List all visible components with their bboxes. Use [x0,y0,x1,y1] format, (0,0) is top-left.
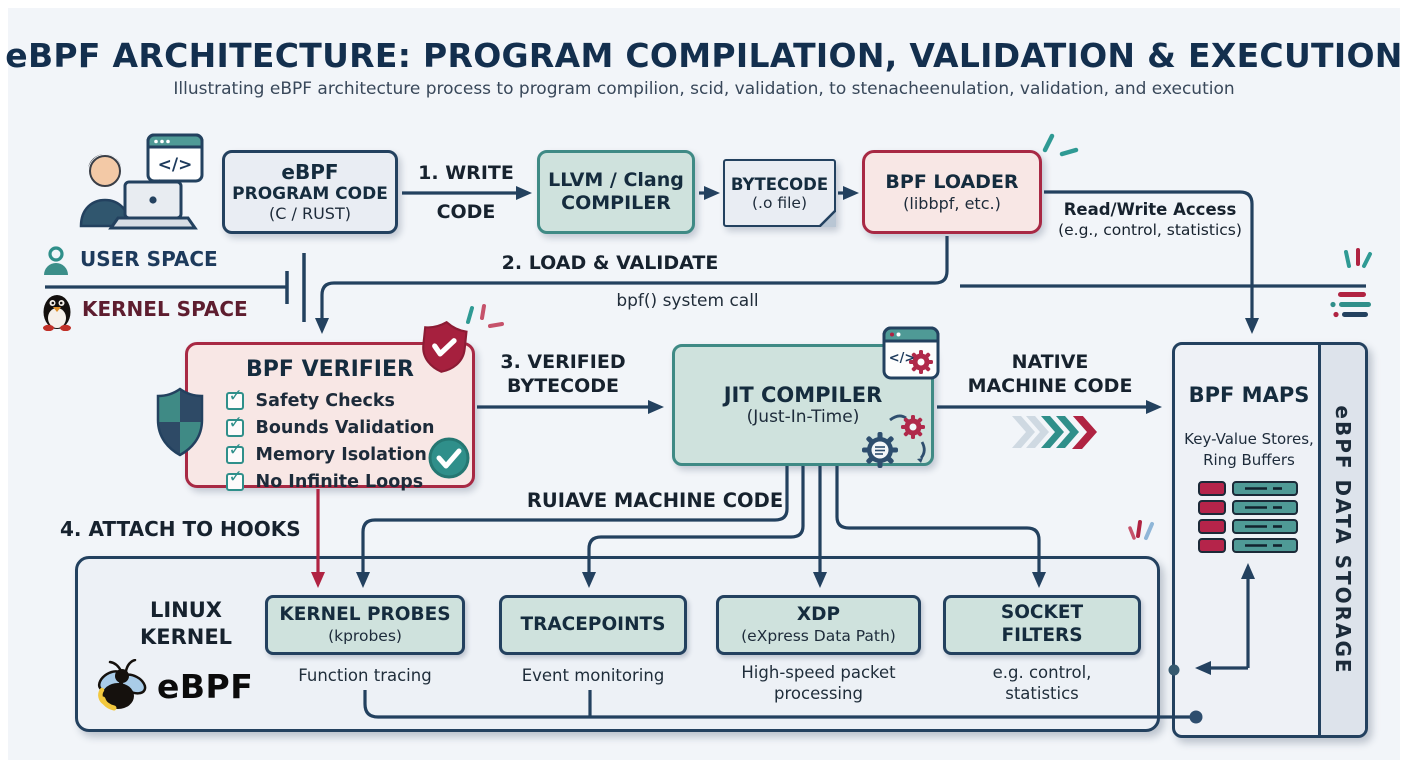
hook-caption-socket-filters: e.g. control, statistics [992,663,1092,703]
sparkle-icon [1042,133,1079,157]
svg-text:</>: </> [158,155,193,175]
native-line2: MACHINE CODE [967,374,1133,397]
hook-title: XDP [796,604,841,626]
jit-line1: JIT COMPILER [723,383,883,407]
verifier-check-row: No Infinite Loops [225,467,435,492]
bpf-maps-title: BPF MAPS [1188,383,1310,407]
runtime-code-label: RUIAVE MACHINE CODE [526,489,784,512]
program-code-line1: eBPF [281,160,339,185]
chevrons-icon [1012,416,1097,449]
ebpf-logo-text: eBPF [157,666,254,706]
bytecode-box: BYTECODE (.o file) [723,159,836,227]
checkbox-icon [225,413,244,437]
native-line1: NATIVE [1011,351,1089,373]
step2-label: 2. LOAD & VALIDATE [501,252,719,274]
verifier-check-row: Memory Isolation [225,440,435,465]
verifier-check-row: Safety Checks [225,386,435,411]
verifier-check-label: No Infinite Loops [255,472,424,492]
hook-caption-tracepoints: Event monitoring [521,666,665,685]
hook-title: SOCKET FILTERS [1000,602,1084,646]
hook-kernel-probes: KERNEL PROBES (kprobes) [265,595,465,655]
checkbox-icon [225,440,244,464]
verifier-title: BPF VERIFIER [246,357,414,382]
step3-line1: 3. VERIFIED [500,351,626,373]
compiler-line1: LLVM / Clang [548,168,684,191]
bee-icon [97,659,147,711]
loader-line2: (libbpf, etc.) [903,193,1001,213]
hook-caption-kernel-probes: Function tracing [298,666,432,685]
shield-check-icon [422,320,468,373]
program-code-line2: PROGRAM CODE [232,184,388,205]
loader-line1: BPF LOADER [885,170,1019,193]
step1-label-bottom: CODE [436,201,496,223]
dash-list-icon [1330,292,1371,318]
step3-label: 3. VERIFIED BYTECODE [487,351,639,399]
program-code-box: eBPF PROGRAM CODE (C / RUST) [222,150,398,234]
bpf-maps-panel: BPF MAPS Key-Value Stores, Ring Buffers … [1172,342,1368,738]
svg-text:</>: </> [889,351,916,366]
hook-socket-filters: SOCKET FILTERS [943,595,1141,655]
rw-access-label-1: Read/Write Access [1063,200,1237,219]
verifier-check-label: Bounds Validation [255,418,435,438]
loader-box: BPF LOADER (libbpf, etc.) [862,150,1042,234]
verifier-box: BPF VERIFIER Safety Checks Bounds Valida… [185,342,475,492]
gears-icon [862,414,926,468]
step1-label-top: 1. WRITE [418,162,514,184]
linux-kernel-title: LINUX KERNEL [139,598,233,650]
hook-subtitle: (eXpress Data Path) [741,626,896,645]
sparkle-icon [466,304,504,328]
bytecode-line1: BYTECODE [730,174,829,194]
hook-caption-xdp: High-speed packet processing [741,663,896,703]
verifier-check-row: Bounds Validation [225,413,435,438]
kernel-space-label: KERNEL SPACE [82,297,248,321]
syscall-label: bpf() system call [616,291,759,311]
native-code-label: NATIVE MACHINE CODE [948,351,1152,399]
sparkle-icon [1344,248,1372,268]
kv-table-icon [1198,481,1298,553]
bytecode-line2: (.o file) [751,193,808,212]
linux-kernel-box: LINUX KERNEL eBPF KERNEL PROBES (kprobes… [75,556,1160,732]
hook-title: KERNEL PROBES [279,604,451,626]
step3-line2: BYTECODE [507,374,619,397]
sparkle-icon [1128,520,1154,540]
person-laptop-icon: </> [79,133,204,230]
data-storage-label: eBPF DATA STORAGE [1331,405,1355,675]
check-circle-icon [428,437,470,479]
compiler-line2: COMPILER [561,192,671,214]
gear-icon [909,350,933,374]
jit-line2: (Just-In-Time) [746,407,860,427]
folded-corner-icon [819,210,836,227]
hook-xdp: XDP (eXpress Data Path) [716,595,921,655]
checkbox-icon [225,467,244,491]
hook-title: TRACEPOINTS [520,613,666,635]
user-icon [44,246,68,275]
page-subtitle: Illustrating eBPF architecture process t… [173,79,1235,99]
page-title: eBPF ARCHITECTURE: PROGRAM COMPILATION, … [5,36,1403,75]
verifier-check-label: Memory Isolation [255,445,427,465]
verifier-check-label: Safety Checks [255,391,395,411]
step4-label: 4. ATTACH TO HOOKS [60,517,301,541]
program-code-line3: (C / RUST) [269,204,351,224]
tux-icon [43,295,71,331]
bpf-maps-subtitle: Key-Value Stores, Ring Buffers [1184,430,1314,469]
compiler-box: LLVM / Clang COMPILER [537,150,695,234]
user-space-label: USER SPACE [80,247,218,271]
rw-access-label-2: (e.g., control, statistics) [1058,221,1242,239]
code-window-icon: </> [882,326,940,380]
quartered-shield-icon [156,387,204,457]
checkbox-icon [225,386,244,410]
ebpf-logo: eBPF [91,659,253,713]
hook-subtitle: (kprobes) [328,626,402,645]
hook-tracepoints: TRACEPOINTS [499,595,687,655]
data-storage-strip: eBPF DATA STORAGE [1318,345,1365,735]
